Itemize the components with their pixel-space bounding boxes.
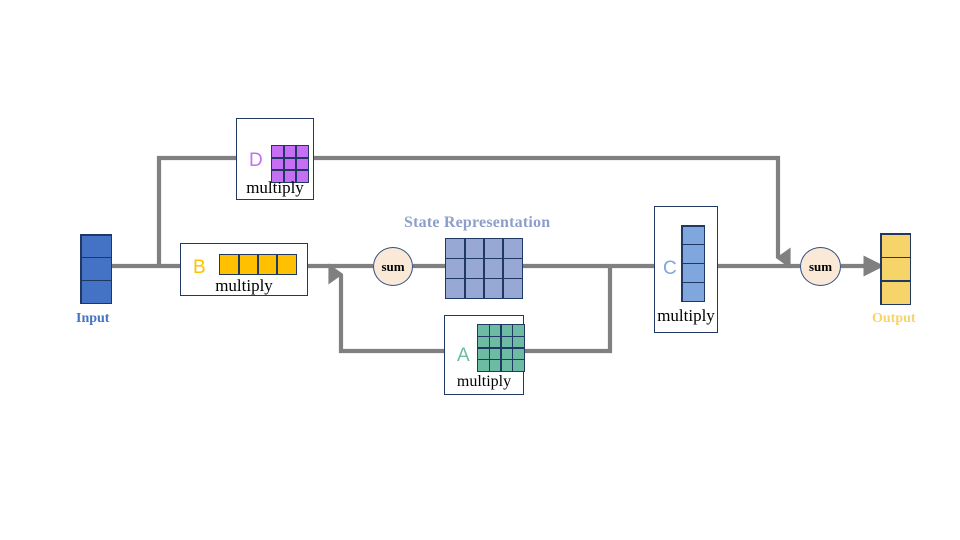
state-representation-title: State Representation xyxy=(404,214,551,231)
block-d[interactable]: D multiply xyxy=(236,118,314,200)
block-a-letter: A xyxy=(457,345,470,366)
edge-a-feedback xyxy=(328,263,444,354)
output-cell xyxy=(881,281,910,304)
input-cell xyxy=(81,235,111,257)
output-cell xyxy=(881,258,910,280)
input-cell xyxy=(81,281,111,303)
block-d-caption: multiply xyxy=(246,178,304,197)
edge-d-to-sum-right xyxy=(313,155,791,269)
block-b-matrix xyxy=(219,254,297,275)
state-representation-matrix xyxy=(445,238,523,299)
block-c-caption: multiply xyxy=(657,306,715,325)
input-vector xyxy=(80,234,112,304)
block-d-matrix xyxy=(271,145,309,183)
sum-left-operator[interactable]: sum xyxy=(373,247,413,286)
input-label: Input xyxy=(76,311,110,326)
edge-input-to-d xyxy=(156,155,236,266)
sum-right-operator[interactable]: sum xyxy=(800,247,841,286)
block-a[interactable]: A multiply xyxy=(444,315,525,395)
block-a-matrix xyxy=(477,324,525,372)
block-d-letter: D xyxy=(249,150,263,171)
block-c-matrix xyxy=(681,225,705,302)
output-cell xyxy=(881,234,910,257)
output-label: Output xyxy=(872,311,916,326)
block-c[interactable]: C multiply xyxy=(654,206,718,333)
edge-state-to-a xyxy=(524,266,613,354)
block-b[interactable]: B multiply xyxy=(180,243,308,296)
block-b-letter: B xyxy=(193,257,206,278)
output-vector xyxy=(880,233,911,305)
block-b-caption: multiply xyxy=(215,276,273,295)
block-a-caption: multiply xyxy=(456,373,512,390)
input-cell xyxy=(81,258,111,280)
block-c-letter: C xyxy=(663,258,677,279)
